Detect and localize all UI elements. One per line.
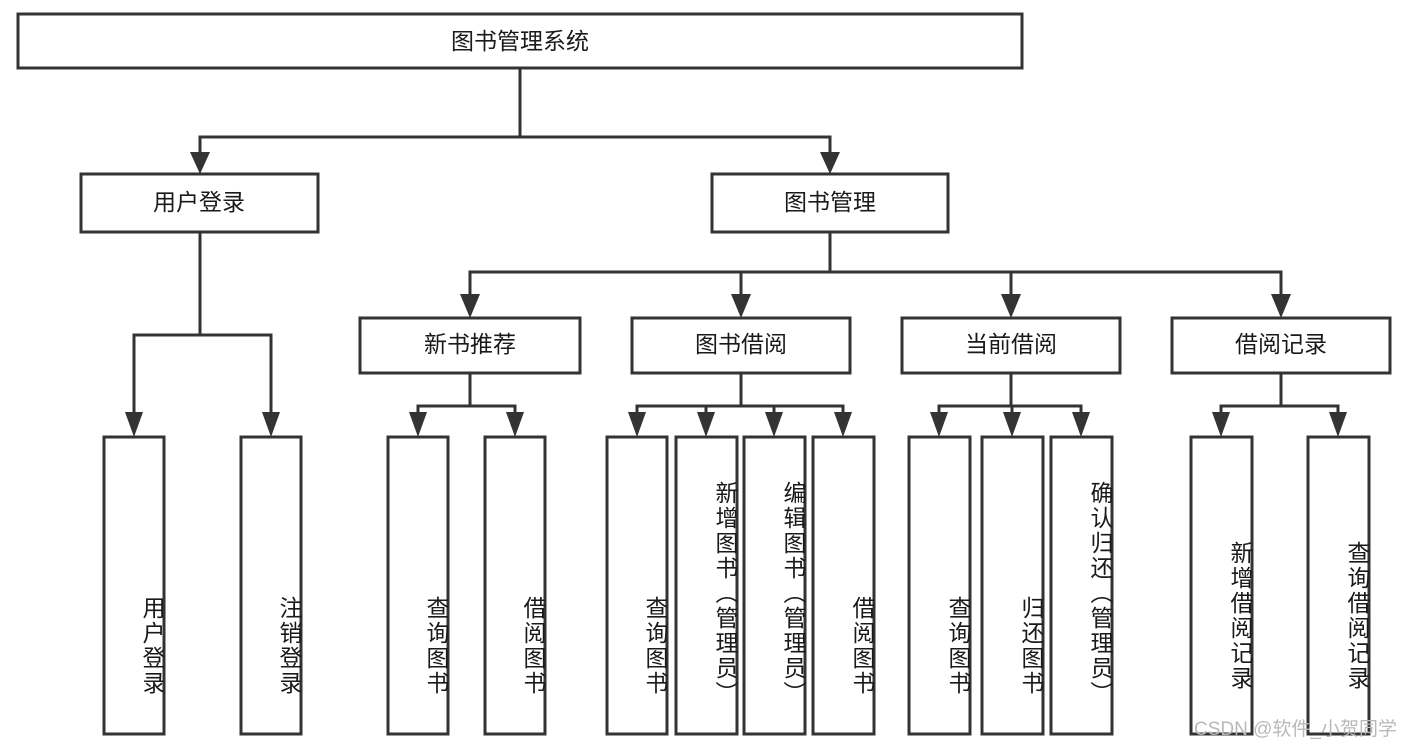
arrow-head-leaf-add-book [697,412,715,437]
node-book-manage[interactable]: 图书管理 [710,172,950,234]
node-leaf-user-logout-rect[interactable] [239,435,303,736]
arrow-head-leaf-query-record [1329,412,1347,437]
connector-group-book-borrow [628,371,852,437]
node-leaf-return-book-rect[interactable] [980,435,1045,736]
node-book-borrow-label: 图书借阅 [695,331,787,357]
connector-group-root [190,66,840,174]
arrow-head-borrow-record [1271,294,1291,318]
node-root-rect[interactable] [16,12,1024,70]
arrow-head-leaf-query-book-rec [409,412,427,437]
node-leaf-query-record-rect[interactable] [1306,435,1371,736]
arrow-head-book-borrow [731,294,751,318]
arrow-head-leaf-confirm-return [1072,412,1090,437]
leaf-boxes [102,435,1371,736]
connector-group-new-book-rec [409,371,524,437]
node-new-book-rec-rect[interactable] [358,316,582,375]
node-new-book-rec[interactable]: 新书推荐 [358,316,582,375]
node-current-borrow[interactable]: 当前借阅 [900,316,1122,375]
arrow-head-leaf-user-login [125,412,143,437]
node-leaf-borrow-book-rect[interactable] [811,435,876,736]
connector-group-user-login [125,230,280,437]
node-borrow-record[interactable]: 借阅记录 [1170,316,1392,375]
arrow-head-leaf-return-book [1003,412,1021,437]
node-leaf-borrow-book-rec-rect[interactable] [483,435,547,736]
node-current-borrow-rect[interactable] [900,316,1122,375]
node-current-borrow-label: 当前借阅 [965,331,1057,357]
node-user-login[interactable]: 用户登录 [79,172,320,234]
arrow-head-leaf-query-book [628,412,646,437]
arrow-head-leaf-add-record [1212,412,1230,437]
connector-group-book-manage [460,230,1291,318]
node-new-book-rec-label: 新书推荐 [424,331,516,357]
arrow-head-new-book-rec [460,294,480,318]
csdn-watermark: CSDN @软件_小贺同学 [1194,719,1397,740]
arrow-head-leaf-user-logout [262,412,280,437]
arrow-head-leaf-borrow-book-rec [506,412,524,437]
connector-group-borrow-record [1212,371,1347,437]
node-leaf-add-book-rect[interactable] [674,435,739,736]
connector-group-current-borrow [930,371,1090,437]
arrow-head-leaf-edit-book [765,412,783,437]
node-leaf-query-book-rect[interactable] [605,435,669,736]
node-book-manage-label: 图书管理 [784,189,876,215]
arrow-head-current-borrow [1001,294,1021,318]
node-borrow-record-rect[interactable] [1170,316,1392,375]
arrow-head-leaf-borrow-book [834,412,852,437]
node-book-manage-rect[interactable] [710,172,950,234]
node-leaf-edit-book-rect[interactable] [742,435,807,736]
arrow-head-user-login [190,152,210,174]
node-user-login-label: 用户登录 [153,189,245,215]
arrow-head-book-manage [820,152,840,174]
node-borrow-record-label: 借阅记录 [1235,331,1327,357]
node-leaf-user-login-rect[interactable] [102,435,166,736]
node-root[interactable]: 图书管理系统 [16,12,1024,70]
node-book-borrow-rect[interactable] [630,316,852,375]
node-user-login-rect[interactable] [79,172,320,234]
node-leaf-query-book-rec-rect[interactable] [386,435,450,736]
node-leaf-query-book-cur-rect[interactable] [907,435,972,736]
node-leaf-confirm-return-rect[interactable] [1049,435,1114,736]
node-book-borrow[interactable]: 图书借阅 [630,316,852,375]
node-root-label: 图书管理系统 [451,28,589,54]
node-leaf-add-record-rect[interactable] [1189,435,1254,736]
arrow-head-leaf-query-book-cur [930,412,948,437]
